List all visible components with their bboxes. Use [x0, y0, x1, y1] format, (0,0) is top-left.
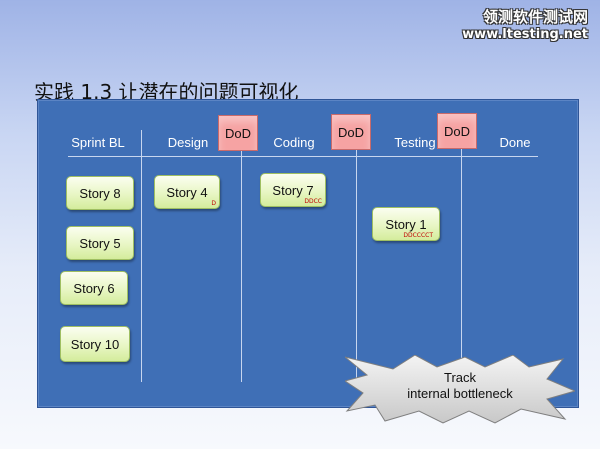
story-progress-tag: DDCCCCT — [403, 232, 433, 239]
story-card-8[interactable]: Story 8 — [66, 176, 134, 210]
kanban-board: Sprint BL Design Coding Testing Done DoD… — [37, 99, 579, 408]
dod-marker-testing: DoD — [437, 113, 477, 149]
column-header-design: Design — [167, 135, 209, 150]
story-label: Story 1 — [385, 216, 427, 232]
story-card-4[interactable]: Story 4 D — [154, 175, 220, 209]
column-header-sprint-bl: Sprint BL — [71, 135, 125, 150]
story-card-1[interactable]: Story 1 DDCCCCT — [372, 207, 440, 241]
story-card-5[interactable]: Story 5 — [66, 226, 134, 260]
column-header-testing: Testing — [394, 135, 436, 150]
story-card-10[interactable]: Story 10 — [60, 326, 130, 362]
bottleneck-callout: Track internal bottleneck — [345, 355, 575, 425]
story-progress-tag: D — [211, 200, 216, 207]
column-header-coding: Coding — [273, 135, 315, 150]
story-label: Story 5 — [79, 235, 121, 251]
watermark: 领测软件测试网 www.ltesting.net — [462, 8, 588, 44]
callout-line-1: Track — [443, 370, 477, 385]
column-divider — [461, 130, 462, 382]
watermark-site-name: 领测软件测试网 — [482, 8, 588, 26]
story-progress-tag: DDCC — [304, 198, 322, 205]
dod-marker-design: DoD — [218, 115, 258, 151]
story-label: Story 4 — [166, 184, 208, 200]
story-label: Story 8 — [79, 185, 121, 201]
callout-line-2: internal bottleneck — [407, 386, 513, 401]
column-divider — [141, 130, 142, 382]
column-divider — [356, 130, 357, 382]
story-label: Story 6 — [73, 280, 115, 296]
story-card-7[interactable]: Story 7 DDCC — [260, 173, 326, 207]
story-label: Story 7 — [272, 182, 314, 198]
callout-text: Track internal bottleneck — [345, 370, 575, 402]
column-header-done: Done — [499, 135, 531, 150]
column-divider — [241, 130, 242, 382]
dod-marker-coding: DoD — [331, 114, 371, 150]
story-card-6[interactable]: Story 6 — [60, 271, 128, 305]
header-divider — [68, 156, 538, 157]
story-label: Story 10 — [70, 336, 120, 352]
burst-shape — [345, 355, 575, 424]
watermark-url: www.ltesting.net — [462, 27, 588, 42]
